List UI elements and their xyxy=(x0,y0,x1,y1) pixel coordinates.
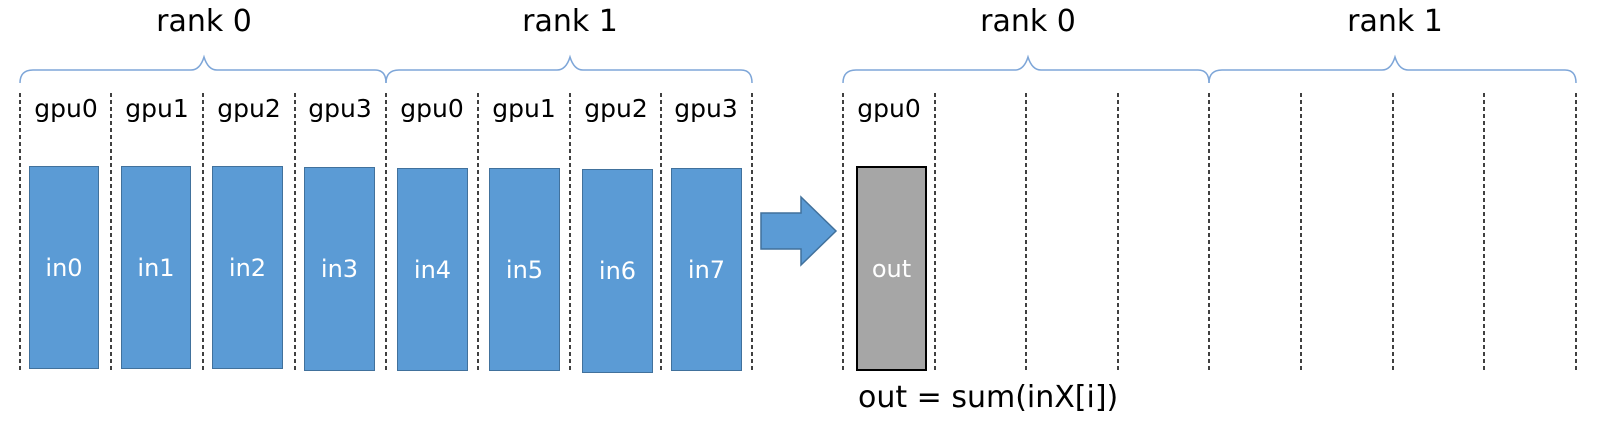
gpu-label: gpu2 xyxy=(584,94,648,123)
output-block: out xyxy=(856,166,927,371)
block-label: in7 xyxy=(687,255,726,284)
input-rank1-label: rank 1 xyxy=(522,4,618,39)
gpu-label: gpu3 xyxy=(308,94,372,123)
input-rank0-label: rank 0 xyxy=(156,4,252,39)
input-block: in4 xyxy=(397,168,468,371)
output-rank0-label: rank 0 xyxy=(980,4,1076,39)
input-block: in5 xyxy=(489,168,560,371)
gpu-label: gpu2 xyxy=(217,94,281,123)
gpu-label: gpu0 xyxy=(34,94,98,123)
gpu-label: gpu0 xyxy=(857,94,921,123)
gpu-label: gpu3 xyxy=(674,94,738,123)
input-rank1-bracket xyxy=(385,54,753,84)
block-label: in3 xyxy=(320,255,359,283)
output-rank1-label: rank 1 xyxy=(1347,4,1443,39)
output-rank1-bracket xyxy=(1208,54,1577,84)
right-arrow-icon xyxy=(760,195,838,267)
gpu-label: gpu0 xyxy=(400,94,464,123)
input-block: in0 xyxy=(29,166,99,369)
block-label: in6 xyxy=(598,257,637,285)
gpu-label: gpu1 xyxy=(492,94,556,123)
block-label: in2 xyxy=(228,253,267,282)
input-block: in2 xyxy=(212,166,283,369)
output-dividers xyxy=(842,93,1577,370)
block-label: in1 xyxy=(137,253,175,282)
block-label: out xyxy=(871,254,912,283)
input-block: in3 xyxy=(304,167,375,371)
formula-caption: out = sum(inX[i]) xyxy=(858,380,1119,415)
input-block: in6 xyxy=(582,169,653,373)
block-label: in0 xyxy=(45,253,83,282)
input-block: in7 xyxy=(671,168,742,371)
block-label: in4 xyxy=(413,255,452,284)
gpu-label: gpu1 xyxy=(125,94,189,123)
output-rank0-bracket xyxy=(842,54,1210,84)
block-label: in5 xyxy=(505,255,544,284)
input-rank0-bracket xyxy=(19,54,387,84)
input-block: in1 xyxy=(121,166,191,369)
